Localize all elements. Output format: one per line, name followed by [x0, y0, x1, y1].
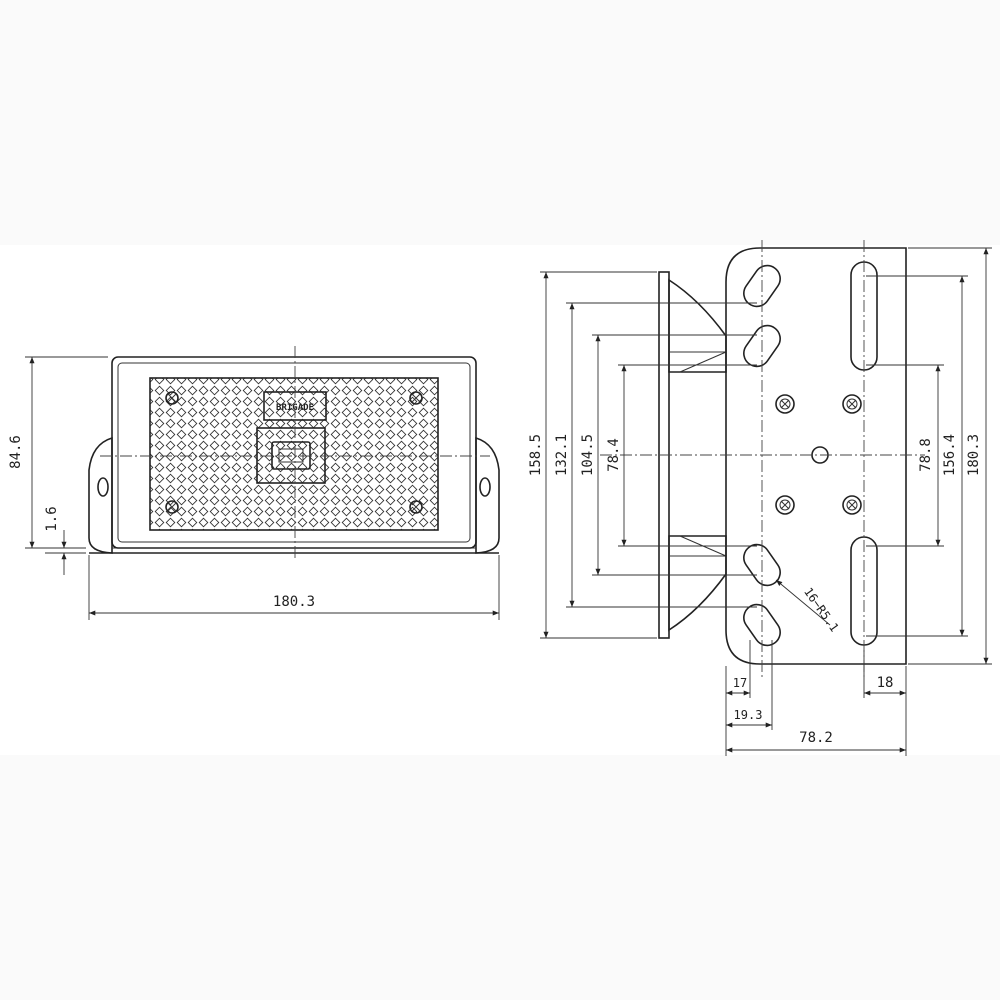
label-156-4: 156.4 [942, 434, 958, 476]
corner-screw-icon [165, 391, 179, 405]
corner-screw-icon [409, 391, 423, 405]
angled-slot [743, 324, 781, 368]
base-thickness-label: 1.6 [44, 506, 60, 531]
angled-slot [743, 543, 781, 587]
label-78-4: 78.4 [606, 438, 622, 472]
right-ear-hole [479, 477, 491, 497]
label-104-5: 104.5 [580, 434, 596, 476]
left-mounting-ear [88, 436, 113, 554]
screw-icon [842, 394, 862, 414]
connector-frame [256, 427, 326, 484]
height-label: 84.6 [8, 435, 24, 469]
label-132-1: 132.1 [554, 434, 570, 476]
label-19-3: 19.3 [734, 708, 763, 722]
upper-gusset [668, 278, 727, 373]
connector-socket-inner [278, 448, 304, 463]
gusset-detail-line [679, 351, 727, 373]
slot-radius-label: 16−R5.1 [801, 585, 841, 634]
label-17: 17 [733, 676, 747, 690]
corner-screw-icon [409, 500, 423, 514]
front-dimensions: 84.6 1.6 180.3 [8, 356, 500, 620]
housing-outline [111, 356, 477, 549]
right-mounting-ear [475, 436, 500, 554]
label-158-5: 158.5 [528, 434, 544, 476]
label-18: 18 [877, 675, 894, 691]
side-dimensions: 158.5 132.1 104.5 78.4 78.8 156.4 180.3 … [528, 247, 992, 756]
front-view: BRIGADE [88, 346, 500, 560]
left-ear-hole [97, 477, 109, 497]
width-label: 180.3 [273, 594, 315, 610]
screw-icon [775, 495, 795, 515]
slot-radius-leader [775, 579, 831, 626]
grille-frame [149, 377, 439, 531]
label-78-2: 78.2 [799, 730, 833, 746]
top-paper-band [0, 0, 1000, 245]
lower-gusset [668, 535, 727, 632]
connector-socket [271, 441, 311, 470]
screw-icon [842, 495, 862, 515]
side-view [600, 240, 925, 680]
label-78-8: 78.8 [918, 438, 934, 472]
label-180-3: 180.3 [966, 434, 982, 476]
speaker-grille [150, 378, 438, 530]
bottom-paper-band [0, 755, 1000, 1000]
mounting-plate [725, 247, 907, 665]
angled-slot [743, 264, 781, 308]
housing-inner-outline [117, 362, 471, 543]
screw-icon [775, 394, 795, 414]
corner-screw-icon [165, 500, 179, 514]
